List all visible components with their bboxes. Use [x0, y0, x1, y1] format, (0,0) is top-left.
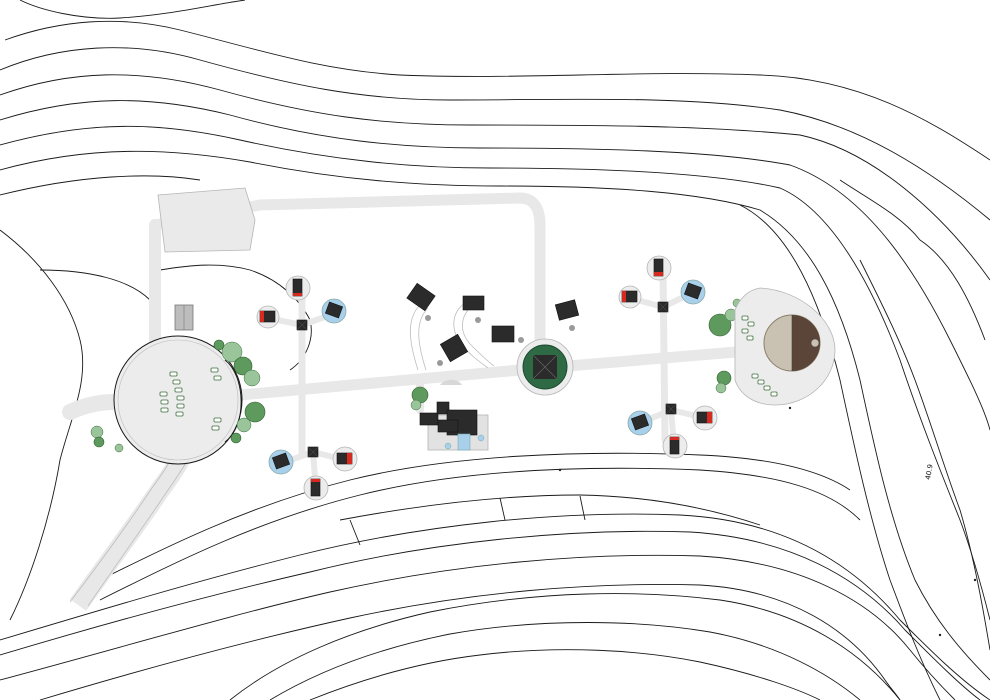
- trees-east: [708, 298, 742, 394]
- shed: [174, 304, 194, 331]
- trees-center: [410, 386, 429, 411]
- elevation-label: 40.9: [924, 464, 935, 481]
- trees-west: [90, 339, 266, 453]
- south-contour-lines: [79, 452, 901, 700]
- dome-parking-cars: [741, 315, 778, 397]
- central-pavilion: [516, 338, 574, 396]
- central-huts: [406, 282, 580, 366]
- survey-points: [558, 406, 977, 637]
- cabin-cluster-west: [256, 275, 358, 501]
- south-road-edges: [0, 494, 990, 700]
- cabin-cluster-east: [618, 255, 718, 459]
- dome-plaza: [734, 287, 836, 406]
- north-parking-lot: [157, 187, 256, 253]
- parked-cars: [159, 367, 222, 431]
- main-lodge: [419, 379, 489, 451]
- east-ridge-lines: [839, 179, 990, 651]
